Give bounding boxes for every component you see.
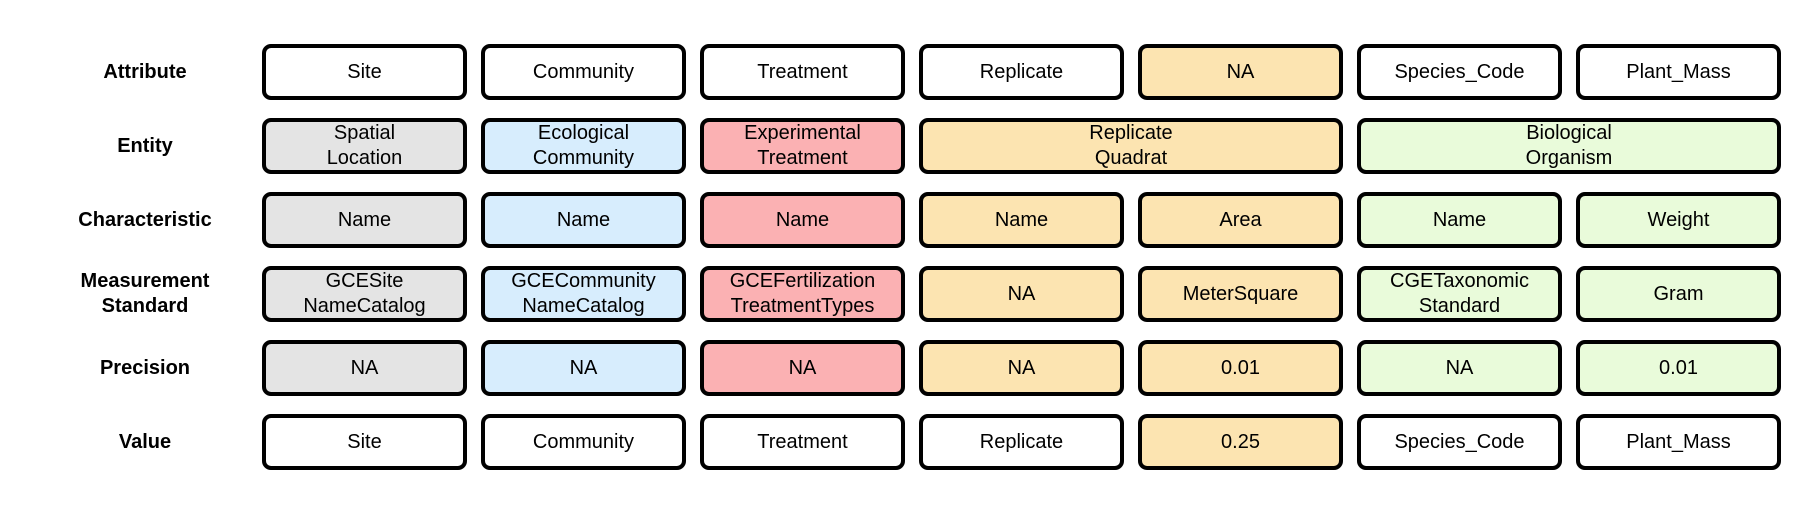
- entity-cell-ecological-community: Ecological Community: [481, 118, 686, 174]
- precision-cell: NA: [1357, 340, 1562, 396]
- characteristic-cell: Name: [1357, 192, 1562, 248]
- entity-cell-replicate-quadrat: Replicate Quadrat: [919, 118, 1343, 174]
- value-cell-plant-mass: Plant_Mass: [1576, 414, 1781, 470]
- value-cell-replicate: Replicate: [919, 414, 1124, 470]
- measurement-standard-cell: CGETaxonomic Standard: [1357, 266, 1562, 322]
- precision-cell: 0.01: [1576, 340, 1781, 396]
- measurement-standard-cell: NA: [919, 266, 1124, 322]
- value-cell-area-value: 0.25: [1138, 414, 1343, 470]
- precision-cell: 0.01: [1138, 340, 1343, 396]
- entity-cell-spatial-location: Spatial Location: [262, 118, 467, 174]
- row-label-attribute: Attribute: [103, 60, 187, 83]
- precision-cell: NA: [481, 340, 686, 396]
- measurement-standard-cell: MeterSquare: [1138, 266, 1343, 322]
- entity-cell-experimental-treatment: Experimental Treatment: [700, 118, 905, 174]
- attribute-cell-site: Site: [262, 44, 467, 100]
- value-cell-site: Site: [262, 414, 467, 470]
- measurement-standard-cell: Gram: [1576, 266, 1781, 322]
- value-cell-community: Community: [481, 414, 686, 470]
- measurement-standard-cell: GCEFertilization TreatmentTypes: [700, 266, 905, 322]
- measurement-standard-cell: GCESite NameCatalog: [262, 266, 467, 322]
- attribute-cell-replicate: Replicate: [919, 44, 1124, 100]
- entity-cell-biological-organism: Biological Organism: [1357, 118, 1781, 174]
- characteristic-cell: Weight: [1576, 192, 1781, 248]
- attribute-cell-community: Community: [481, 44, 686, 100]
- row-label-precision: Precision: [99, 356, 191, 379]
- characteristic-cell: Name: [481, 192, 686, 248]
- row-label-characteristic: Characteristic: [78, 208, 212, 231]
- attribute-cell-plant-mass: Plant_Mass: [1576, 44, 1781, 100]
- precision-cell: NA: [262, 340, 467, 396]
- attribute-cell-treatment: Treatment: [700, 44, 905, 100]
- precision-cell: NA: [700, 340, 905, 396]
- value-cell-treatment: Treatment: [700, 414, 905, 470]
- attribute-cell-na: NA: [1138, 44, 1343, 100]
- characteristic-cell: Name: [919, 192, 1124, 248]
- measurement-standard-cell: GCECommunity NameCatalog: [481, 266, 686, 322]
- row-label-measurement-standard: Measurement Standard: [80, 270, 210, 317]
- row-label-value: Value: [118, 430, 172, 453]
- attribute-cell-species-code: Species_Code: [1357, 44, 1562, 100]
- row-label-entity: Entity: [117, 134, 173, 157]
- characteristic-cell: Area: [1138, 192, 1343, 248]
- characteristic-cell: Name: [262, 192, 467, 248]
- characteristic-cell: Name: [700, 192, 905, 248]
- precision-cell: NA: [919, 340, 1124, 396]
- value-cell-species-code: Species_Code: [1357, 414, 1562, 470]
